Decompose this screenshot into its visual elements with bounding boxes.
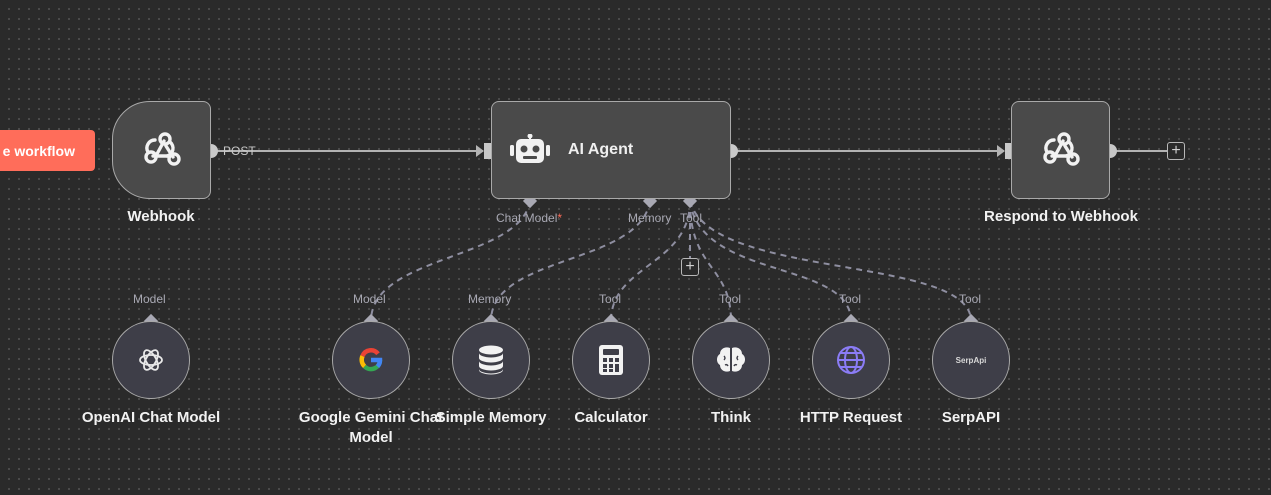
required-mark: * (557, 211, 563, 225)
google-icon (358, 347, 384, 373)
wire-tool-http (689, 200, 852, 322)
simple-memory-port-label: Memory (468, 292, 512, 306)
webhook-icon (1039, 128, 1083, 172)
simple-memory-node[interactable] (452, 321, 530, 399)
wire-arrow-respond (997, 145, 1005, 157)
webhook-icon (140, 128, 184, 172)
openai-icon (136, 345, 166, 375)
serpapi-port-label: Tool (959, 292, 982, 306)
http-port-label: Tool (839, 292, 862, 306)
google-gemini-chat-model-node[interactable] (332, 321, 410, 399)
post-method-label: POST (223, 144, 256, 158)
add-tool-button[interactable]: + (681, 258, 699, 276)
http-request-title: HTTP Request (799, 409, 903, 426)
chat-model-label-text: Chat Model (496, 211, 558, 225)
agent-input-port (484, 143, 491, 159)
http-request-node[interactable] (812, 321, 890, 399)
openai-port-label: Model (133, 292, 166, 306)
calculator-icon (599, 345, 623, 375)
database-icon (477, 345, 505, 375)
think-node[interactable] (692, 321, 770, 399)
calculator-title: Calculator (574, 409, 648, 426)
tool-port-label: Tool (680, 211, 703, 225)
gemini-port-label: Model (353, 292, 386, 306)
chat-model-port-label: Chat Model* (496, 211, 562, 225)
google-gemini-chat-model-title: Google Gemini Chat Model (298, 409, 444, 446)
memory-port-label: Memory (628, 211, 672, 225)
webhook-node[interactable] (112, 101, 211, 199)
robot-icon (510, 134, 550, 166)
serpapi-icon: SerpApi (955, 355, 987, 365)
test-workflow-label: e workflow (2, 142, 75, 159)
simple-memory-title: Simple Memory (435, 409, 547, 426)
globe-icon (836, 345, 866, 375)
wire-arrow-agent (476, 145, 484, 157)
calculator-port-label: Tool (599, 292, 622, 306)
webhook-title: Webhook (127, 208, 195, 225)
think-title: Think (711, 409, 751, 426)
respond-to-webhook-title: Respond to Webhook (984, 208, 1138, 225)
calculator-node[interactable] (572, 321, 650, 399)
think-port-label: Tool (719, 292, 742, 306)
ai-agent-node[interactable]: AI Agent (491, 101, 731, 199)
respond-to-webhook-node[interactable] (1011, 101, 1110, 199)
ai-agent-title: AI Agent (568, 141, 634, 158)
test-workflow-button[interactable]: e workflow (0, 130, 95, 171)
brain-icon (716, 346, 746, 374)
add-node-button[interactable]: + (1167, 142, 1185, 160)
serpapi-node[interactable]: SerpApi (932, 321, 1010, 399)
openai-chat-model-node[interactable] (112, 321, 190, 399)
openai-chat-model-title: OpenAI Chat Model (81, 409, 221, 426)
serpapi-title: SerpAPI (941, 409, 1001, 426)
